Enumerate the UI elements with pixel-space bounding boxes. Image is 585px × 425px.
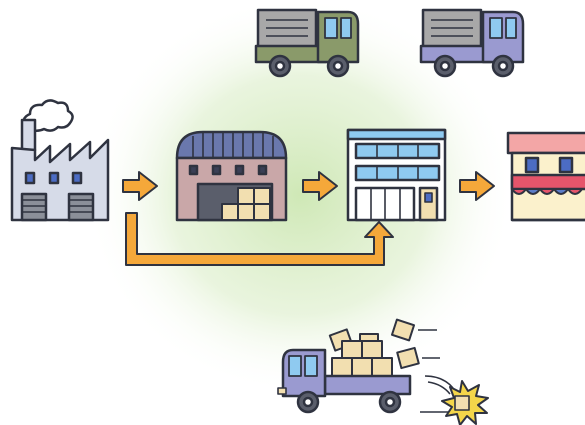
warehouse-icon <box>177 132 286 220</box>
building-icon <box>348 130 445 220</box>
purple-truck-icon <box>421 10 523 76</box>
collision-burst-icon <box>442 381 488 425</box>
store-awning <box>512 189 582 194</box>
store-icon <box>508 133 585 220</box>
factory-icon <box>12 100 108 220</box>
